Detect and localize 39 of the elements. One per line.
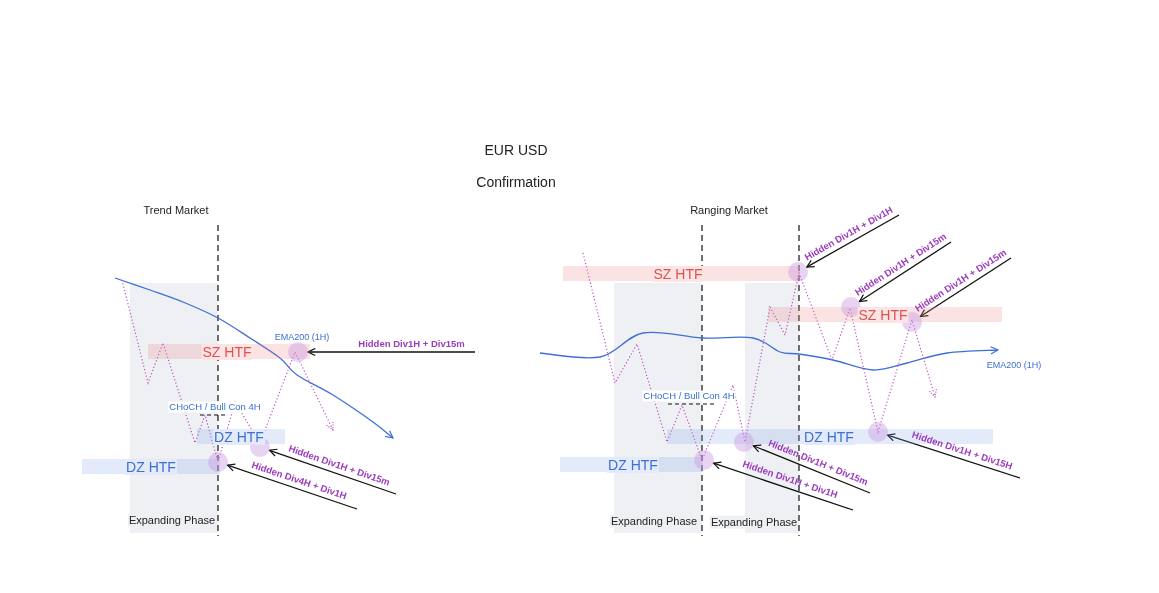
section-heading: Ranging Market xyxy=(690,203,768,217)
leader-arrow xyxy=(886,433,1021,479)
leader-arrow xyxy=(752,444,871,494)
phase-label: Expanding Phase xyxy=(609,514,699,528)
zone-label: DZ HTF xyxy=(213,428,265,445)
supply-zone-band xyxy=(148,344,310,359)
leader-arrow xyxy=(806,214,900,268)
demand-zone-band xyxy=(82,459,220,474)
highlight-circle xyxy=(694,450,714,470)
zone-label: SZ HTF xyxy=(652,265,704,282)
phase-label: Expanding Phase xyxy=(709,515,799,529)
leader-arrow xyxy=(307,347,476,357)
phase-label: Expanding Phase xyxy=(127,513,217,527)
highlight-circle xyxy=(208,452,228,472)
leader-arrow xyxy=(919,257,1012,318)
leader-arrow xyxy=(268,448,397,495)
zone-label: DZ HTF xyxy=(607,456,659,473)
edge-label: Hidden Div1H + Div15H xyxy=(910,429,1014,473)
leader-arrow xyxy=(858,241,952,303)
highlight-circle xyxy=(868,422,888,442)
diagram-title: EUR USD xyxy=(484,141,548,159)
leader-arrow xyxy=(226,463,358,510)
edge-label: Hidden Div1H + Div15m xyxy=(358,338,465,350)
zone-label: SZ HTF xyxy=(201,343,253,360)
section-heading: Trend Market xyxy=(143,203,209,217)
demand-zone-band xyxy=(197,429,285,444)
highlight-circle xyxy=(288,342,308,362)
curve-label: EMA200 (1H) xyxy=(274,331,330,343)
leader-arrow xyxy=(712,461,854,511)
highlight-circle xyxy=(841,297,861,317)
zone-label: DZ HTF xyxy=(125,458,177,475)
subtitle: Confirmation xyxy=(476,173,556,191)
curve-label: EMA200 (1H) xyxy=(986,359,1042,371)
zone-label: SZ HTF xyxy=(857,306,909,323)
highlight-circle xyxy=(734,432,754,452)
highlight-circle xyxy=(788,262,808,282)
annotation-text: CHoCH / Bull Con 4H xyxy=(642,390,736,402)
demand-zone-band xyxy=(560,457,703,472)
annotation-text: CHoCH / Bull Con 4H xyxy=(168,401,262,413)
